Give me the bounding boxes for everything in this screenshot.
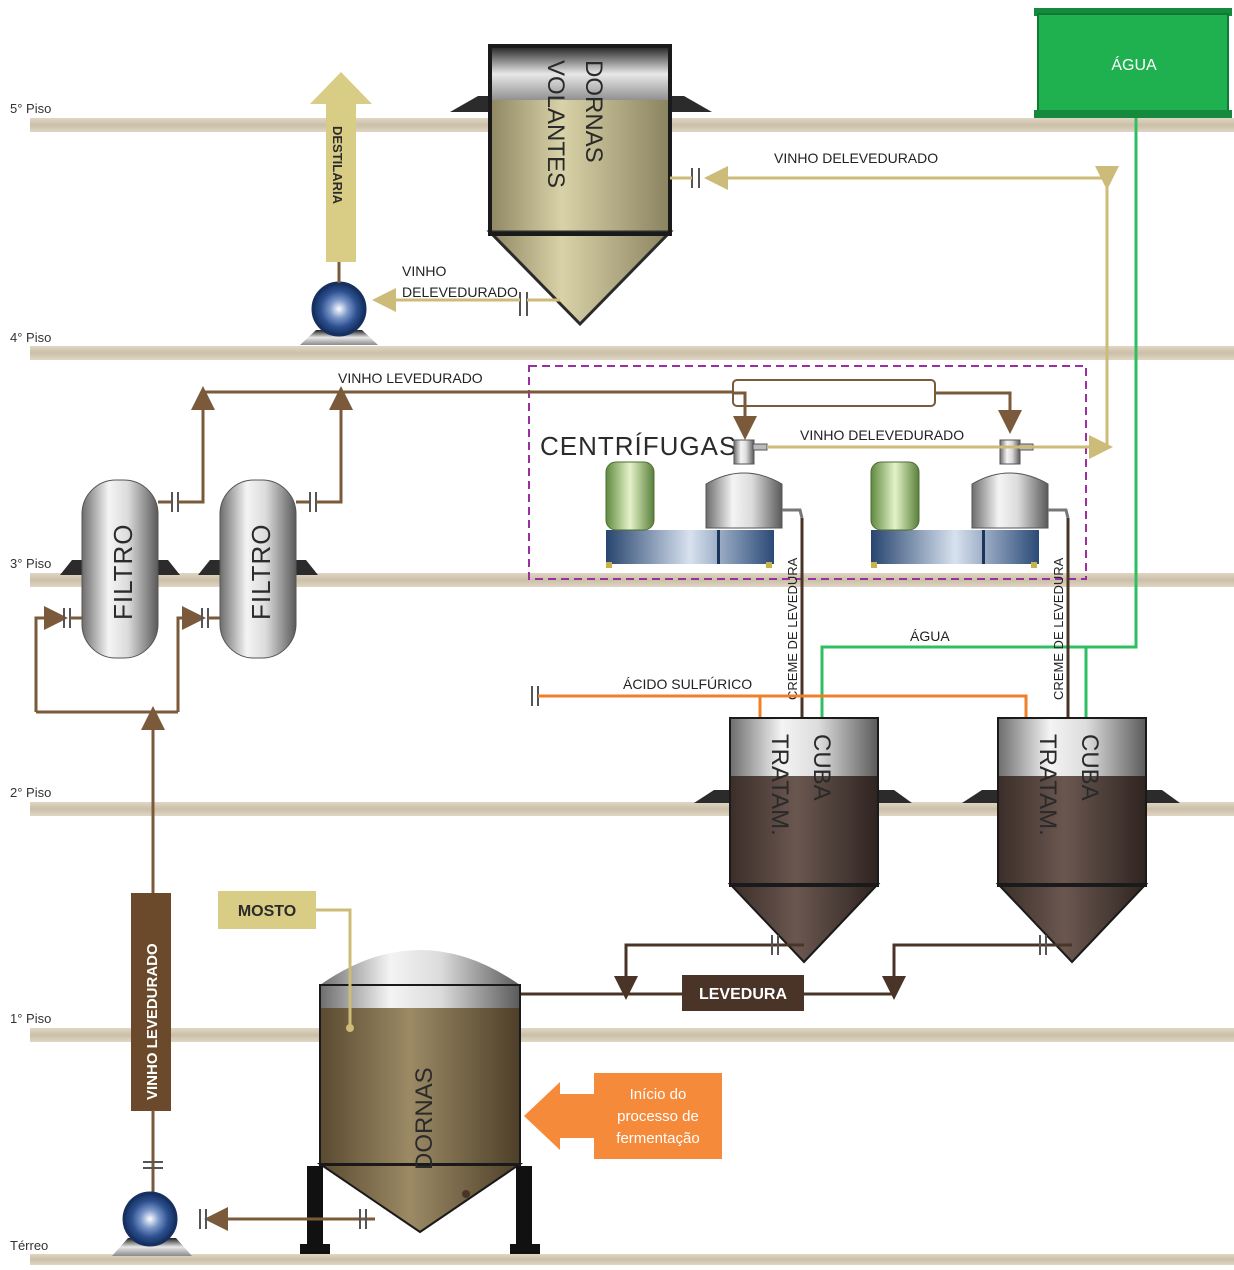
vinho-delevedurado-pump-label-1: VINHO [402, 263, 446, 279]
levedura-lines [464, 935, 1072, 1197]
vinho-delevedurado-pump-label-2: DELEVEDURADO [402, 284, 518, 300]
pump-top [300, 262, 378, 345]
agua-line-label: ÁGUA [910, 628, 950, 644]
creme-levedura-label-2: CREME DE LEVEDURA [1051, 557, 1066, 700]
floor-label-2: 2° Piso [10, 785, 51, 800]
floor-1 [30, 1028, 1234, 1042]
dornas-tank: DORNAS [300, 950, 540, 1254]
cuba-tratam-2: CUBA TRATAM. [962, 717, 1180, 964]
vinho-delevedurado-centrifuge-label: VINHO DELEVEDURADO [800, 427, 964, 443]
mosto-box [218, 891, 316, 929]
inicio-label-1: Início do [630, 1086, 687, 1103]
distributor-header [732, 379, 936, 407]
centrifuge-2 [870, 439, 1070, 568]
cuba-tratam-1: CUBA TRATAM. [694, 717, 912, 964]
filtro-2-label: FILTRO [246, 523, 276, 620]
inicio-label-3: fermentação [616, 1130, 699, 1147]
floor-label-1: 1° Piso [10, 1011, 51, 1026]
cuba-2-label-1: CUBA [1076, 734, 1103, 801]
centrifugas-label: CENTRÍFUGAS [540, 431, 737, 461]
filtro-2: FILTRO [198, 479, 318, 659]
vinho-levedurado-vertical-label: VINHO LEVEDURADO [144, 943, 161, 1100]
cuba-2-label-2: TRATAM. [1034, 734, 1061, 836]
floor-label-terreo: Térreo [10, 1238, 48, 1253]
centrifuge-group-border [528, 365, 1087, 580]
vinho-levedurado-top-label: VINHO LEVEDURADO [338, 370, 483, 386]
vinho-delevedurado-to-pump-line [372, 288, 560, 316]
mosto-label: MOSTO [238, 903, 296, 920]
cuba-1-label-1: CUBA [808, 734, 835, 801]
dornas-label: DORNAS [411, 1067, 438, 1170]
vinho-levedurado-box [131, 893, 171, 1111]
floor-label-5: 5° Piso [10, 101, 51, 116]
acido-sulfurico-label: ÁCIDO SULFÚRICO [623, 676, 752, 692]
floor-label-4: 4° Piso [10, 330, 51, 345]
floor-labels: 5° Piso 4° Piso 3° Piso 2° Piso 1° Piso … [10, 101, 51, 1253]
dornas-volantes-label-2: VOLANTES [542, 60, 569, 188]
destilaria-arrow: DESTILARIA [310, 72, 372, 262]
agua-tank: ÁGUA [1034, 8, 1232, 118]
levedura-label: LEVEDURA [699, 986, 787, 1003]
cuba-1-label-2: TRATAM. [766, 734, 793, 836]
vinho-delevedurado-return-line [670, 166, 1119, 446]
floor-label-3: 3° Piso [10, 556, 51, 571]
filtro-1: FILTRO [60, 479, 180, 659]
creme-levedura-lines [790, 518, 1080, 748]
creme-levedura-label-1: CREME DE LEVEDURA [785, 557, 800, 700]
pump-top-icon [311, 281, 367, 337]
inicio-label-2: processo de [617, 1108, 699, 1125]
filtro-1-label: FILTRO [108, 523, 138, 620]
vinho-delevedurado-top-label: VINHO DELEVEDURADO [774, 150, 938, 166]
centrifuge-1 [605, 439, 804, 568]
floor-4 [30, 346, 1234, 360]
dornas-volantes-label-1: DORNAS [580, 60, 607, 163]
floor-2 [30, 802, 1234, 816]
agua-tank-label: ÁGUA [1111, 55, 1157, 74]
pump-bottom-icon [122, 1191, 178, 1247]
pump-bottom [112, 1110, 375, 1256]
levedura-box [682, 975, 804, 1011]
destilaria-label: DESTILARIA [330, 126, 345, 205]
dornas-volantes-tank: DORNAS VOLANTES [450, 44, 712, 327]
inicio-processo-callout: Início do processo de fermentação [524, 1073, 722, 1159]
floor-terreo [30, 1254, 1234, 1265]
